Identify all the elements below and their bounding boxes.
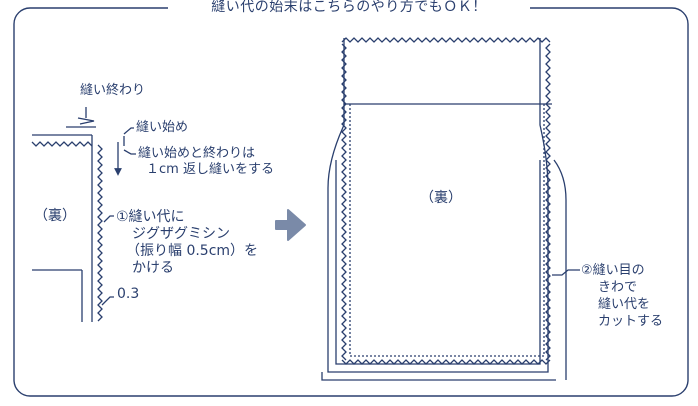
cut-note-line4: カットする (598, 314, 664, 329)
end-label: 縫い終わり (80, 83, 146, 98)
left-side-label: （裏） (34, 208, 76, 224)
diagram-title: 縫い代の始末はこちらのやり方でもＯＫ！ (168, 0, 530, 18)
right-arrow-icon (275, 209, 306, 241)
start-label: 縫い始め (136, 120, 189, 135)
right-left-zigzag (341, 43, 347, 361)
left-detail (31, 107, 136, 322)
measure-label: 0.3 (117, 286, 140, 302)
cut-note-line1: ②縫い目の (581, 263, 645, 278)
zigzag-note-line3: （振り幅 0.5cm）を (126, 243, 259, 259)
outer-frame (13, 7, 689, 397)
zigzag-note-line2: ジグザグミシン (132, 226, 230, 242)
cut-note-line2: きわで (598, 280, 638, 295)
right-top-zigzag (341, 37, 551, 43)
right-right-zigzag (545, 43, 551, 361)
right-bottom-zigzag (341, 359, 551, 365)
cut-note-line3: 縫い代を (598, 297, 651, 312)
top-zigzag (31, 141, 93, 147)
right-panel (321, 37, 580, 381)
zigzag-note-line1: ①縫い代に (116, 209, 185, 225)
right-center-label: （裏） (420, 190, 462, 206)
side-zigzag (97, 144, 103, 322)
zigzag-note-line4: かける (132, 260, 174, 276)
backstitch-note-line2: １cm 返し縫いをする (146, 162, 274, 177)
backstitch-note-line1: 縫い始めと終わりは (138, 146, 256, 161)
